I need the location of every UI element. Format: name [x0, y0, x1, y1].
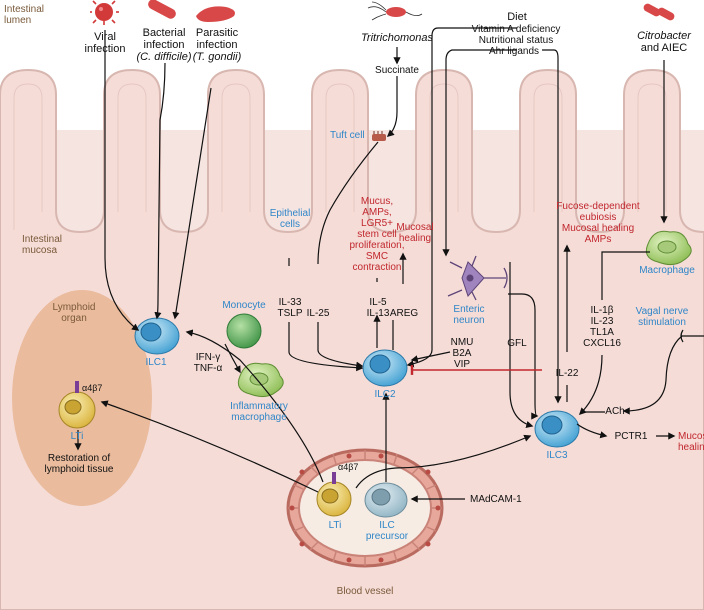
- tuft-cell-icon: [372, 131, 386, 141]
- il25-label: IL-25: [306, 308, 330, 319]
- ilc2-label: ILC2: [374, 389, 396, 400]
- macrophage-label: Macrophage: [639, 265, 695, 276]
- bacterium-icon: [148, 0, 176, 19]
- diet-item-ahr: Ahr ligands: [488, 46, 540, 57]
- ilc1-label: ILC1: [145, 357, 167, 368]
- pctr1-label: PCTR1: [614, 431, 648, 442]
- tuft-cell-label: Tuft cell: [330, 130, 365, 141]
- gfl-label: GFL: [507, 338, 527, 349]
- tritrichomonas-icon: [367, 1, 423, 21]
- ilc2-cell: [362, 349, 408, 387]
- enteric-neuron-cell: [447, 255, 508, 301]
- integrin-vessel-label: α4β7: [338, 462, 359, 472]
- blood-vessel-label: Blood vessel: [336, 586, 394, 597]
- ilc-precursor-cell: [364, 482, 408, 518]
- monocyte-label: Monocyte: [222, 300, 266, 311]
- areg-label: AREG: [389, 308, 419, 319]
- diet-item-vitamin-a: Vitamin A deficiency: [471, 24, 561, 35]
- diet-item-nutritional: Nutritional status: [478, 35, 554, 46]
- diet-title: Diet: [507, 11, 527, 23]
- parasite-icon: [196, 6, 235, 22]
- ach-label: ACh: [605, 406, 625, 417]
- nerve-ending: [680, 329, 684, 343]
- succinate-label: Succinate: [375, 65, 419, 76]
- il22-label: IL-22: [555, 368, 579, 379]
- villi-inner-lines: [13, 83, 667, 230]
- lti-organ-cell: [58, 381, 96, 429]
- ilc3-label: ILC3: [546, 450, 568, 461]
- madcam-label: MAdCAM-1: [470, 494, 522, 505]
- lti-vessel-label: LTi: [328, 520, 342, 531]
- citrobacter-icon: [643, 3, 675, 21]
- arrows: [74, 27, 704, 503]
- inflammatory-macrophage-cell: [237, 362, 284, 398]
- virus-icon: [90, 0, 119, 25]
- tritrichomonas-label: Tritrichomonas: [361, 32, 433, 44]
- lti-vessel-cell: [316, 472, 352, 517]
- ilc3-cell: [534, 410, 580, 448]
- monocyte-cell: [226, 313, 262, 349]
- ilc1-cell: [134, 317, 180, 355]
- integrin-organ-label: α4β7: [82, 383, 103, 393]
- lti-organ-label: LTi: [70, 431, 84, 442]
- macrophage-cell: [645, 230, 692, 266]
- villi-surface: [0, 68, 704, 610]
